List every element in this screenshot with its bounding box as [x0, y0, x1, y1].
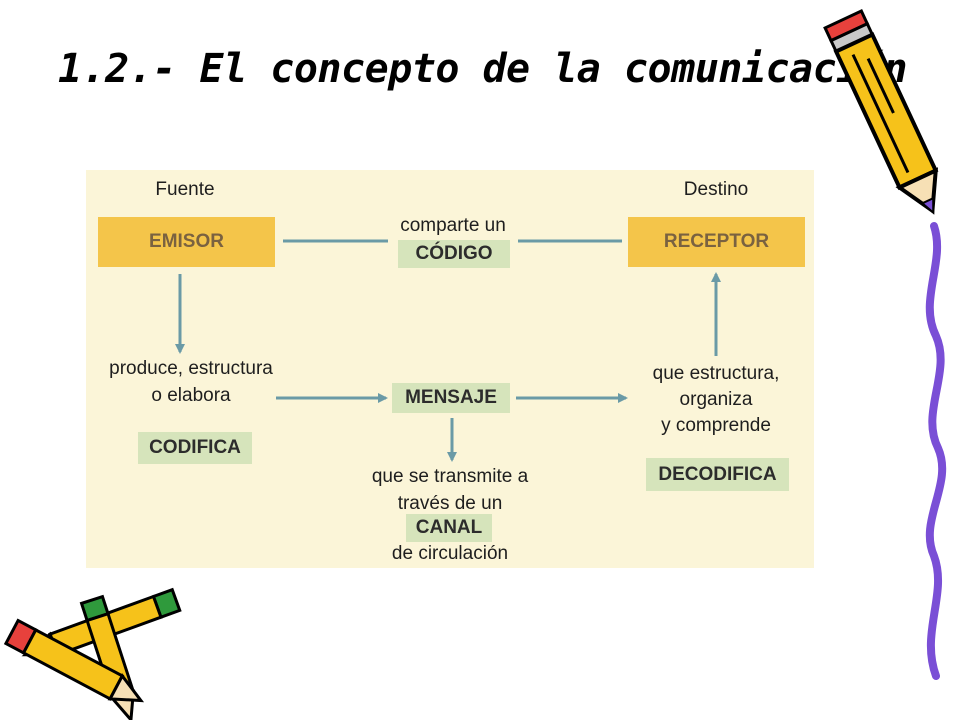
structure-text-2: organiza: [679, 389, 753, 410]
purple-squiggle: [925, 222, 947, 680]
emitter-box: EMISOR: [98, 217, 275, 267]
decode-box: DECODIFICA: [646, 458, 789, 491]
code-box: CÓDIGO: [398, 240, 510, 268]
transmit-text-1: que se transmite a: [371, 466, 529, 487]
message-box: MENSAJE: [392, 383, 510, 413]
pencil-icon-large: [823, 9, 939, 215]
structure-text-3: y comprende: [661, 415, 771, 436]
produce-text-1: produce, estructura: [109, 358, 273, 379]
page-title: 1.2.- El concepto de la comunicación: [58, 46, 907, 92]
crossed-pencils-icon: [3, 587, 182, 720]
shares-text: comparte un: [400, 215, 506, 236]
circulation-text: de circulación: [391, 543, 509, 564]
transmit-text-2: través de un: [397, 493, 503, 514]
structure-text-1: que estructura,: [652, 363, 780, 384]
channel-box: CANAL: [406, 514, 492, 542]
source-label: Fuente: [155, 179, 215, 200]
connector-arrows: [175, 239, 721, 462]
encode-box: CODIFICA: [138, 432, 252, 464]
diagram-panel: Fuente Destino EMISOR RECEPTOR comparte …: [86, 170, 814, 568]
produce-text-2: o elabora: [151, 385, 231, 406]
destination-label: Destino: [683, 179, 749, 200]
receiver-box: RECEPTOR: [628, 217, 805, 267]
